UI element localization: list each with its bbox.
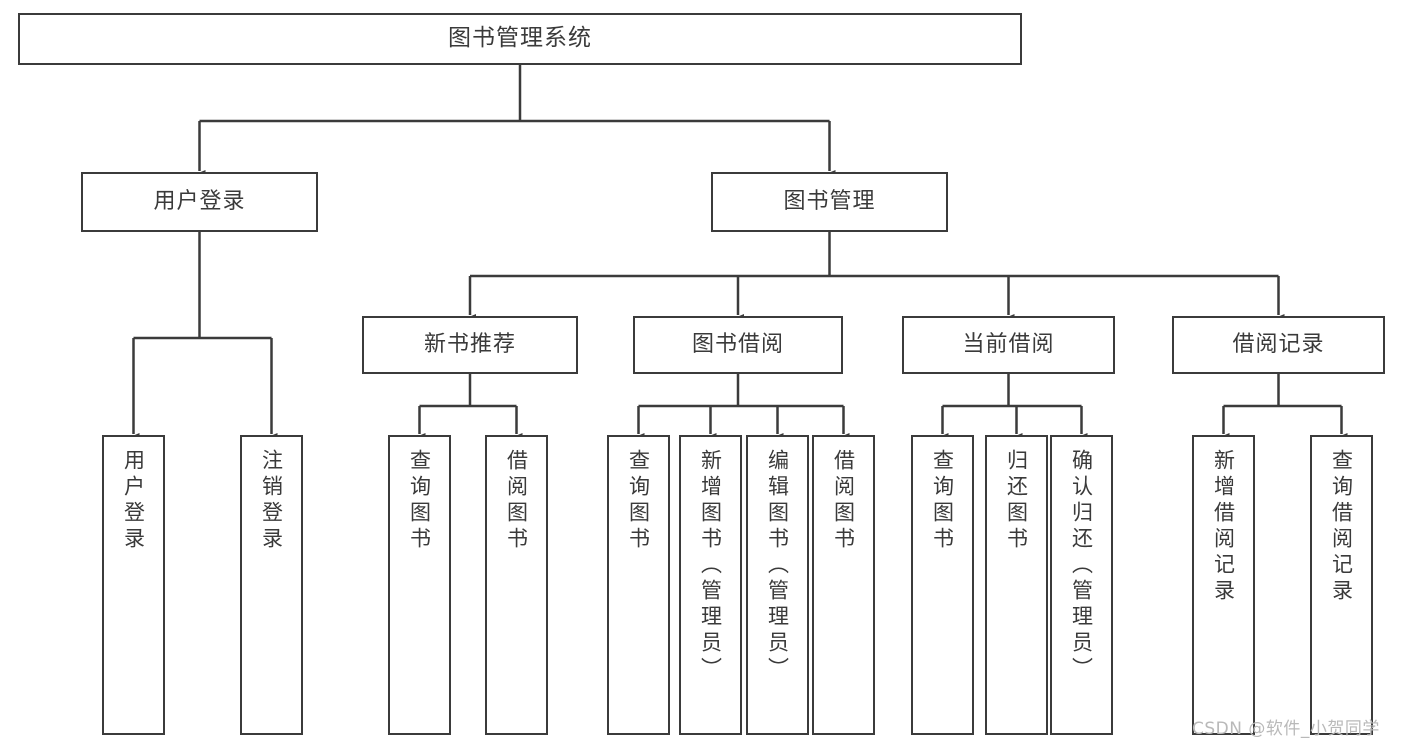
leaf-edit-book-admin[interactable]: 编辑图书（管理员） — [746, 435, 809, 735]
leaf-label: 借阅图书 — [831, 449, 856, 553]
leaf-query-book-current[interactable]: 查询图书 — [911, 435, 974, 735]
leaf-label: 注销登录 — [259, 449, 284, 553]
csdn-watermark: CSDN @软件_小贺同学 — [1192, 719, 1380, 739]
node-new-book-recommend[interactable]: 新书推荐 — [362, 316, 578, 374]
node-book-borrow[interactable]: 图书借阅 — [633, 316, 843, 374]
node-borrow-records[interactable]: 借阅记录 — [1172, 316, 1385, 374]
leaf-add-book-admin[interactable]: 新增图书（管理员） — [679, 435, 742, 735]
leaf-label: 新增借阅记录 — [1211, 449, 1236, 605]
leaf-label: 查询图书 — [930, 449, 955, 553]
node-book-management[interactable]: 图书管理 — [711, 172, 948, 232]
leaf-user-login[interactable]: 用户登录 — [102, 435, 165, 735]
leaf-user-logout[interactable]: 注销登录 — [240, 435, 303, 735]
leaf-label: 查询图书 — [626, 449, 651, 553]
leaf-query-borrow-record[interactable]: 查询借阅记录 — [1310, 435, 1373, 735]
node-root-system[interactable]: 图书管理系统 — [18, 13, 1022, 65]
node-user-login[interactable]: 用户登录 — [81, 172, 318, 232]
leaf-add-borrow-record[interactable]: 新增借阅记录 — [1192, 435, 1255, 735]
leaf-label: 归还图书 — [1004, 449, 1029, 553]
leaf-query-book-borrow[interactable]: 查询图书 — [607, 435, 670, 735]
leaf-label: 新增图书（管理员） — [698, 449, 723, 683]
leaf-label: 借阅图书 — [504, 449, 529, 553]
leaf-label: 确认归还（管理员） — [1069, 449, 1094, 683]
leaf-confirm-return-admin[interactable]: 确认归还（管理员） — [1050, 435, 1113, 735]
leaf-label: 用户登录 — [121, 449, 146, 553]
leaf-label: 查询图书 — [407, 449, 432, 553]
leaf-borrow-book-recommend[interactable]: 借阅图书 — [485, 435, 548, 735]
leaf-label: 编辑图书（管理员） — [765, 449, 790, 683]
node-current-borrow[interactable]: 当前借阅 — [902, 316, 1115, 374]
leaf-borrow-book[interactable]: 借阅图书 — [812, 435, 875, 735]
leaf-label: 查询借阅记录 — [1329, 449, 1354, 605]
leaf-return-book[interactable]: 归还图书 — [985, 435, 1048, 735]
leaf-query-book-recommend[interactable]: 查询图书 — [388, 435, 451, 735]
